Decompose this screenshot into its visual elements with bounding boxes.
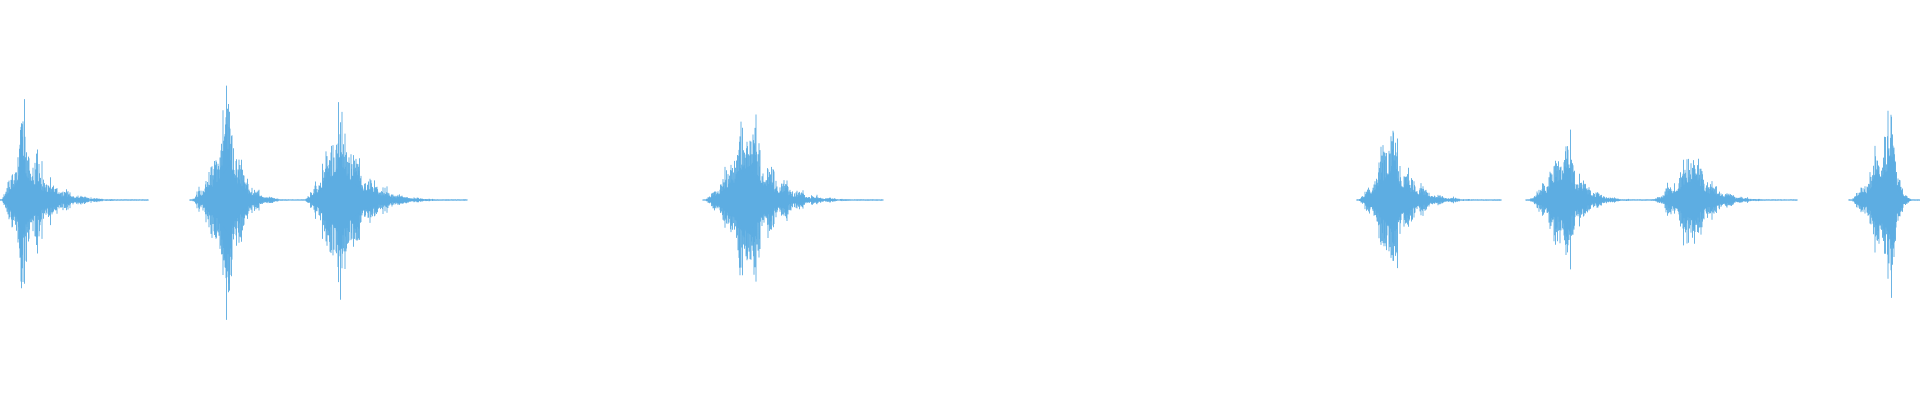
waveform-burst-4 [702,114,884,282]
waveform-core [1356,171,1502,229]
waveform-core [189,165,304,235]
waveform-core [702,166,884,234]
waveform-core [1525,176,1656,224]
waveform-bursts [0,85,1920,320]
waveform-core [1848,162,1920,238]
waveform-core [1650,180,1798,220]
waveform-burst-3 [302,102,468,300]
waveform-burst-1 [0,99,149,289]
waveform-core [302,164,468,236]
waveform-burst-2 [189,85,304,320]
waveform-burst-5 [1356,130,1502,269]
waveform-burst-8 [1848,110,1920,298]
waveform-core [0,170,149,230]
waveform-burst-6 [1525,129,1656,270]
waveform-burst-7 [1650,158,1798,246]
